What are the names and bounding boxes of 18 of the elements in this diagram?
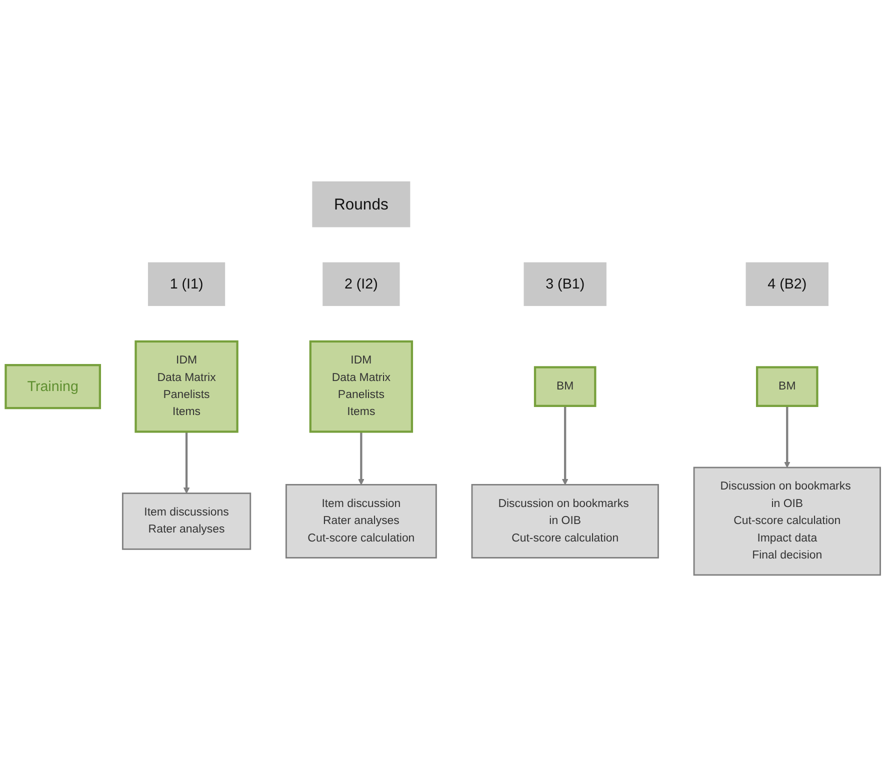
- node-box: Rounds: [312, 182, 410, 228]
- node-box: BM: [534, 366, 596, 408]
- node-box: Discussion on bookmarks in OIB Cut-score calculation Impact data Final decision: [693, 466, 881, 576]
- node-box: Item discussion Rater analyses Cut-score calculation: [285, 484, 437, 559]
- arrow: [183, 432, 190, 494]
- node-box: IDM Data Matrix Panelists Items: [134, 340, 238, 433]
- node-box: IDM Data Matrix Panelists Items: [309, 340, 414, 433]
- arrow: [562, 406, 568, 486]
- node-box: Discussion on bookmarks in OIB Cut-score calculation: [471, 484, 659, 559]
- arrow: [784, 406, 790, 468]
- node-box: 3 (B1): [524, 262, 606, 306]
- node-box: 2 (I2): [322, 262, 400, 306]
- arrow: [358, 432, 364, 486]
- node-box: Training: [4, 364, 102, 410]
- node-box: 4 (B2): [746, 262, 828, 306]
- node-box: 1 (I1): [148, 262, 226, 306]
- node-box: Item discussions Rater analyses: [122, 492, 252, 550]
- node-box: BM: [756, 366, 818, 408]
